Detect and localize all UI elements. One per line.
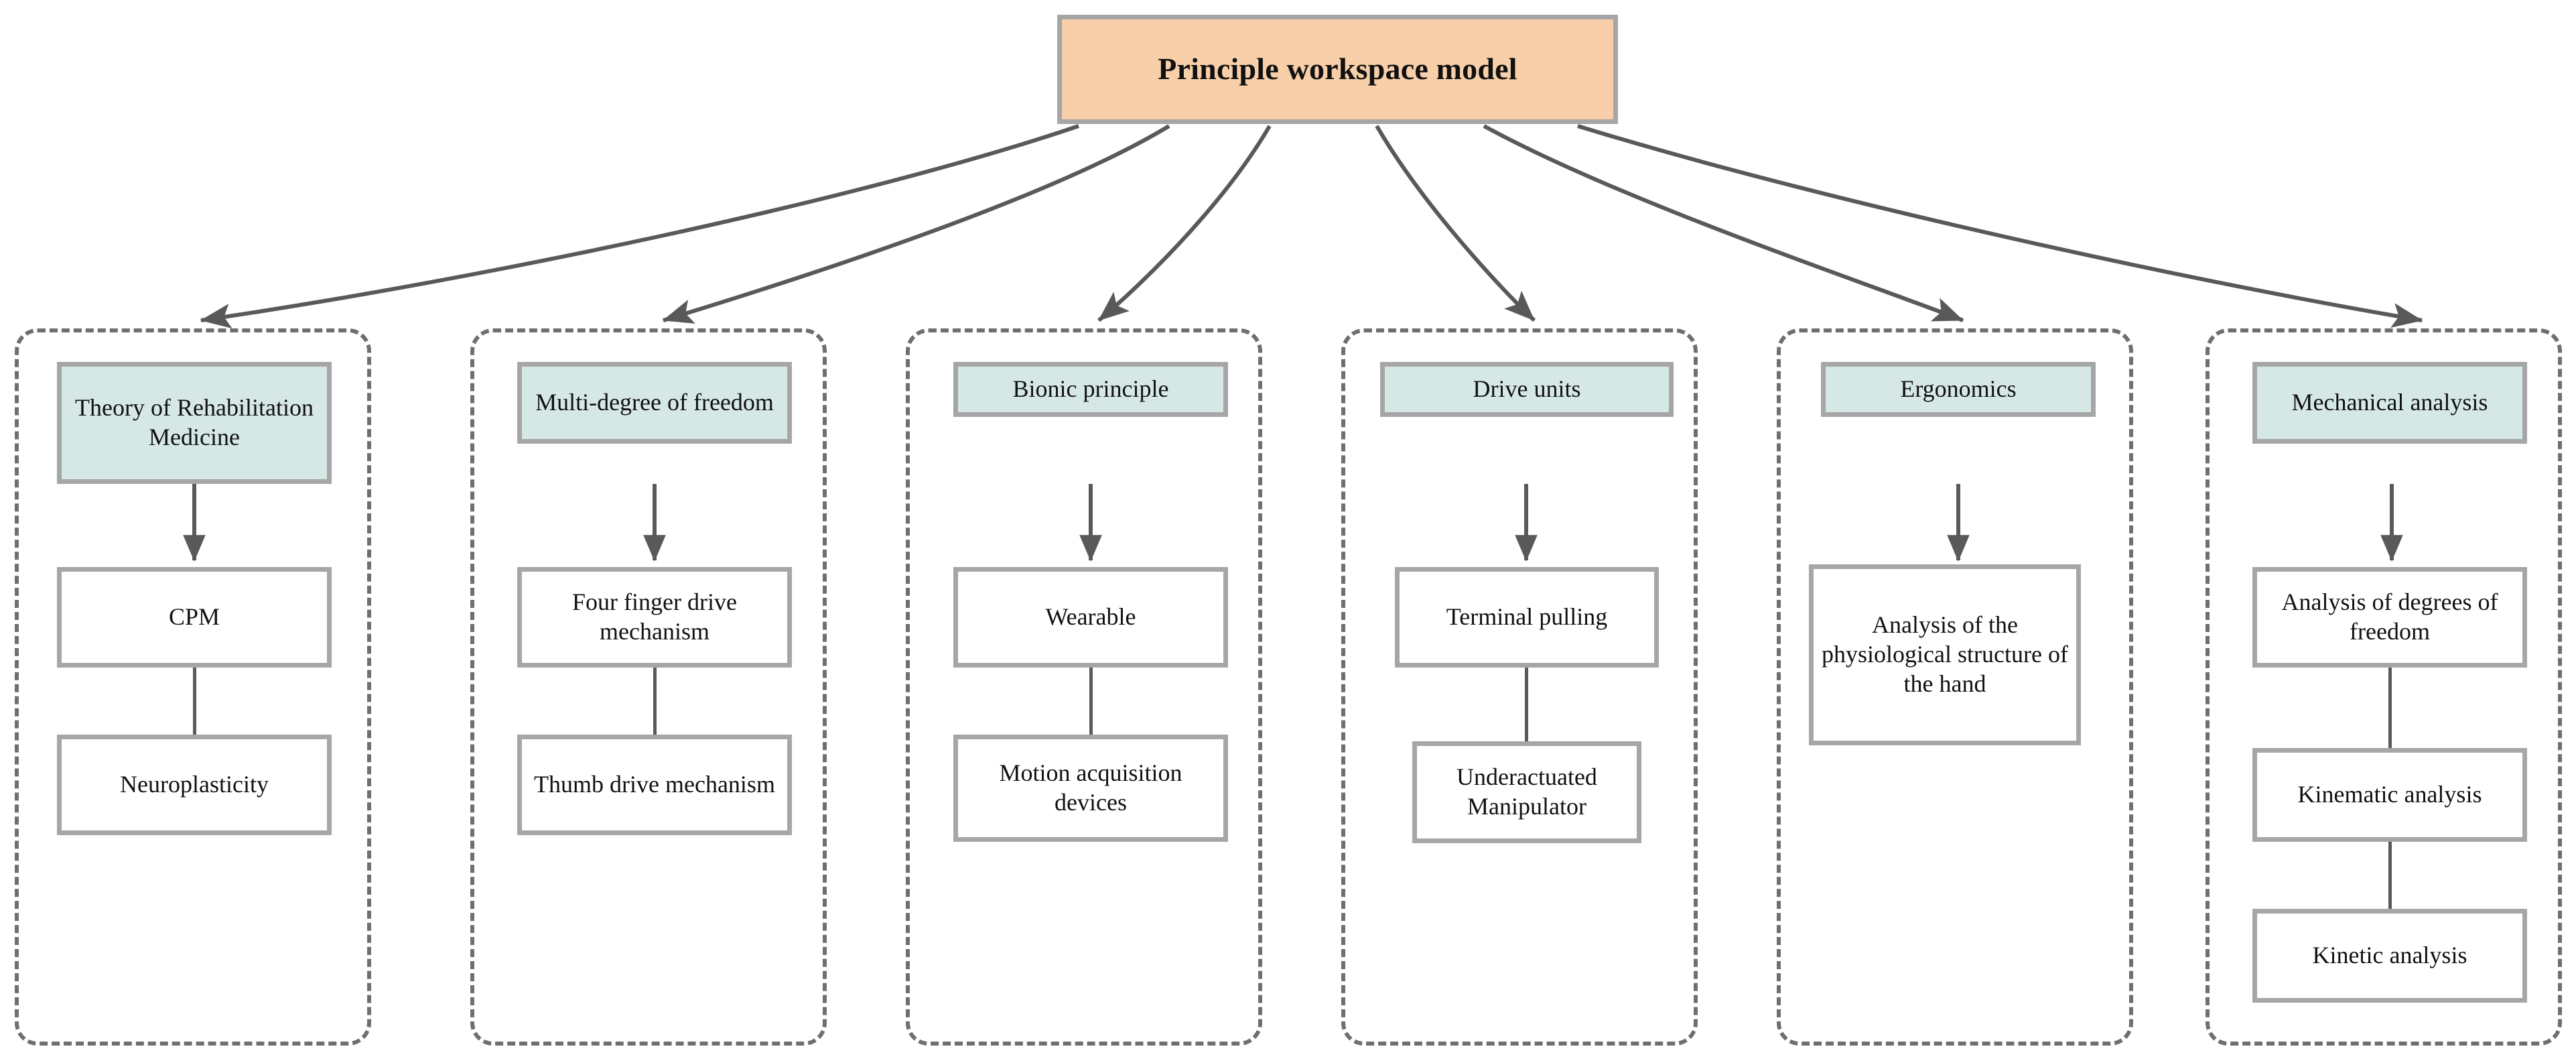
node-label: Neuroplasticity	[120, 771, 269, 798]
branch-header-dof[interactable]: Multi-degree of freedom	[517, 362, 792, 444]
node-label: Analysis of the physiological structure …	[1822, 611, 2068, 697]
branch-header-bionic[interactable]: Bionic principle	[953, 362, 1228, 417]
node-dof-1[interactable]: Thumb drive mechanism	[517, 735, 792, 835]
branch-group-rehab	[15, 328, 371, 1046]
node-bionic-1[interactable]: Motion acquisition devices	[953, 735, 1228, 842]
node-label: Kinetic analysis	[2312, 942, 2467, 969]
node-ergonomics-0[interactable]: Analysis of the physiological structure …	[1809, 564, 2081, 745]
node-label: Motion acquisition devices	[999, 759, 1182, 816]
branch-group-drive	[1341, 328, 1698, 1046]
node-label: Analysis of degrees of freedom	[2281, 588, 2498, 645]
root-node[interactable]: Principle workspace model	[1057, 15, 1618, 124]
node-drive-0[interactable]: Terminal pulling	[1395, 567, 1659, 668]
node-rehab-1[interactable]: Neuroplasticity	[57, 735, 332, 835]
root-fanout-arrows	[200, 124, 2423, 329]
branch-header-label: Mechanical analysis	[2291, 389, 2488, 416]
branch-header-drive[interactable]: Drive units	[1380, 362, 1674, 417]
branch-header-label: Drive units	[1473, 375, 1581, 403]
node-label: Four finger drive mechanism	[572, 588, 737, 645]
link-mechanical-1-2	[2388, 842, 2392, 909]
root-node-label: Principle workspace model	[1158, 52, 1517, 86]
link-dof-0-1	[653, 668, 657, 735]
branch-header-rehab[interactable]: Theory of Rehabilitation Medicine	[57, 362, 332, 484]
node-mechanical-2[interactable]: Kinetic analysis	[2252, 909, 2527, 1003]
node-label: Wearable	[1045, 603, 1136, 631]
branch-group-ergonomics	[1777, 328, 2133, 1046]
branch-group-mechanical	[2206, 328, 2562, 1046]
node-mechanical-0[interactable]: Analysis of degrees of freedom	[2252, 567, 2527, 668]
link-mechanical-0-1	[2388, 668, 2392, 748]
link-drive-0-1	[1525, 668, 1528, 741]
branch-header-label: Multi-degree of freedom	[535, 389, 774, 416]
branch-header-label: Theory of Rehabilitation Medicine	[75, 394, 314, 450]
branch-header-label: Ergonomics	[1900, 375, 2017, 403]
node-dof-0[interactable]: Four finger drive mechanism	[517, 567, 792, 668]
node-label: Underactuated Manipulator	[1456, 763, 1597, 820]
link-rehab-0-1	[193, 668, 196, 735]
node-label: Thumb drive mechanism	[534, 771, 775, 798]
node-label: CPM	[168, 603, 220, 631]
branch-header-label: Bionic principle	[1012, 375, 1169, 403]
branch-header-mechanical[interactable]: Mechanical analysis	[2252, 362, 2527, 444]
branch-group-dof	[470, 328, 827, 1046]
node-label: Kinematic analysis	[2297, 781, 2482, 808]
node-rehab-0[interactable]: CPM	[57, 567, 332, 668]
branch-group-bionic	[906, 328, 1262, 1046]
branch-header-ergonomics[interactable]: Ergonomics	[1821, 362, 2096, 417]
link-bionic-0-1	[1089, 668, 1093, 735]
node-bionic-0[interactable]: Wearable	[953, 567, 1228, 668]
node-mechanical-1[interactable]: Kinematic analysis	[2252, 748, 2527, 842]
node-label: Terminal pulling	[1446, 603, 1608, 631]
node-drive-1[interactable]: Underactuated Manipulator	[1412, 741, 1641, 843]
